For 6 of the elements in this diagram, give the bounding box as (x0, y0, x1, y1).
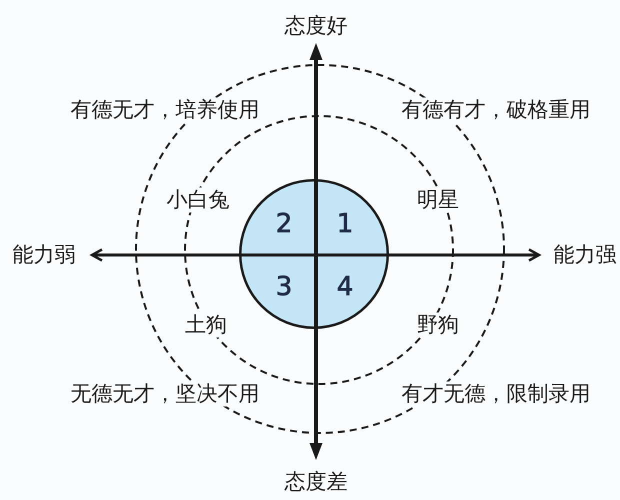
quadrant-number: 1 (336, 210, 354, 238)
quadrant-number: 3 (276, 273, 292, 301)
quadrant-number: 4 (336, 273, 354, 301)
quadrant-number: 2 (276, 210, 292, 238)
dashed-circle (135, 64, 505, 434)
center-circle (239, 179, 389, 329)
